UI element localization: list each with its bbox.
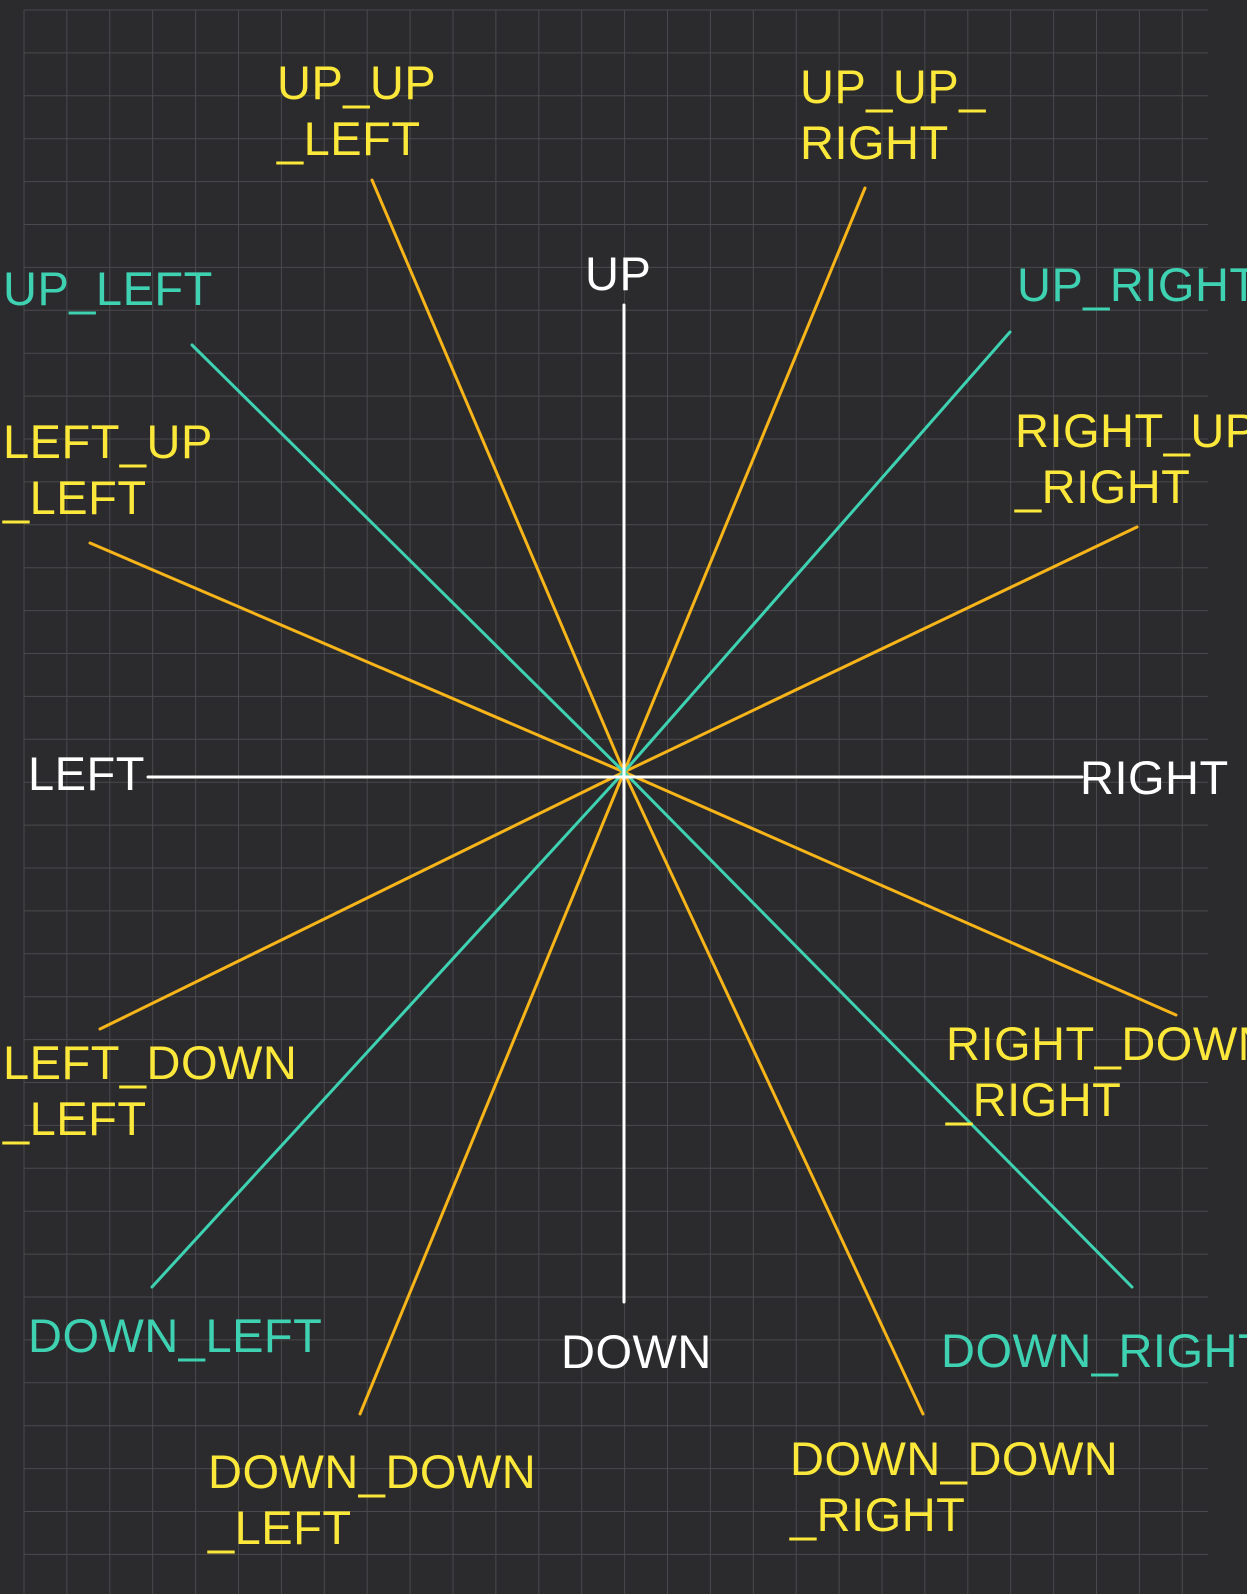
ray-right-down-right [622,770,1178,1017]
label-up-up-right: UP_UP_RIGHT [800,60,986,169]
label-up-right: UP_RIGHT [1017,258,1247,311]
ray-down-right [622,770,1134,1289]
ray-up-up-right [622,186,867,774]
label-down-down-right: DOWN_DOWN_RIGHT [789,1432,1118,1541]
ray-right-up-right [622,525,1139,774]
ray-down-down-left [358,770,626,1416]
label-left: LEFT [28,747,145,800]
label-right-down-right-line: _RIGHT [945,1073,1121,1126]
label-right-down-right-line: RIGHT_DOWN [946,1017,1247,1070]
ray-up-right [622,330,1012,774]
label-down-right-line: DOWN_RIGHT [941,1324,1247,1377]
label-left-down-left-line: _LEFT [2,1092,147,1145]
label-down-down-left-line: _LEFT [207,1501,352,1554]
label-up-left: UP_LEFT [3,262,213,315]
label-up-right-line: UP_RIGHT [1017,258,1247,311]
direction-rays [88,178,1178,1416]
label-up: UP [585,247,651,300]
label-right-up-right-line: _RIGHT [1014,460,1190,513]
ray-left-down-left [98,770,626,1031]
ray-down-left [150,770,626,1289]
label-up-line: UP [585,247,651,300]
label-up-up-left: UP_UP_LEFT [276,56,436,165]
label-left-up-left: LEFT_UP_LEFT [2,415,213,524]
label-right: RIGHT [1080,751,1229,804]
label-up-up-left-line: UP_UP [277,56,436,109]
grid [23,9,1208,1594]
label-right-up-right-line: RIGHT_UP [1015,404,1247,457]
label-right-line: RIGHT [1080,751,1229,804]
ray-up-left [190,343,626,774]
label-down-left-line: DOWN_LEFT [28,1309,322,1362]
label-right-up-right: RIGHT_UP_RIGHT [1014,404,1247,513]
direction-labels: UP_UP_LEFTUP_UP_RIGHTLEFT_UP_LEFTRIGHT_U… [2,56,1247,1554]
label-up-up-right-line: RIGHT [800,116,949,169]
label-left-line: LEFT [28,747,145,800]
label-up-up-left-line: _LEFT [276,112,421,165]
ray-up-up-left [370,178,626,774]
label-left-down-left: LEFT_DOWN_LEFT [2,1036,297,1145]
label-down-right: DOWN_RIGHT [941,1324,1247,1377]
label-down-down-right-line: DOWN_DOWN [790,1432,1118,1485]
label-down-down-left: DOWN_DOWN_LEFT [207,1445,536,1554]
label-left-down-left-line: LEFT_DOWN [3,1036,297,1089]
ray-left-up-left [88,541,626,774]
ray-down-down-right [622,770,925,1416]
label-up-up-right-line: UP_UP_ [800,60,986,113]
label-up-left-line: UP_LEFT [3,262,213,315]
label-down-line: DOWN [561,1325,712,1378]
label-left-up-left-line: _LEFT [2,471,147,524]
label-right-down-right: RIGHT_DOWN_RIGHT [945,1017,1247,1126]
label-down-left: DOWN_LEFT [28,1309,322,1362]
label-down-down-right-line: _RIGHT [789,1488,965,1541]
label-left-up-left-line: LEFT_UP [3,415,213,468]
label-down-down-left-line: DOWN_DOWN [208,1445,536,1498]
label-down: DOWN [561,1325,712,1378]
